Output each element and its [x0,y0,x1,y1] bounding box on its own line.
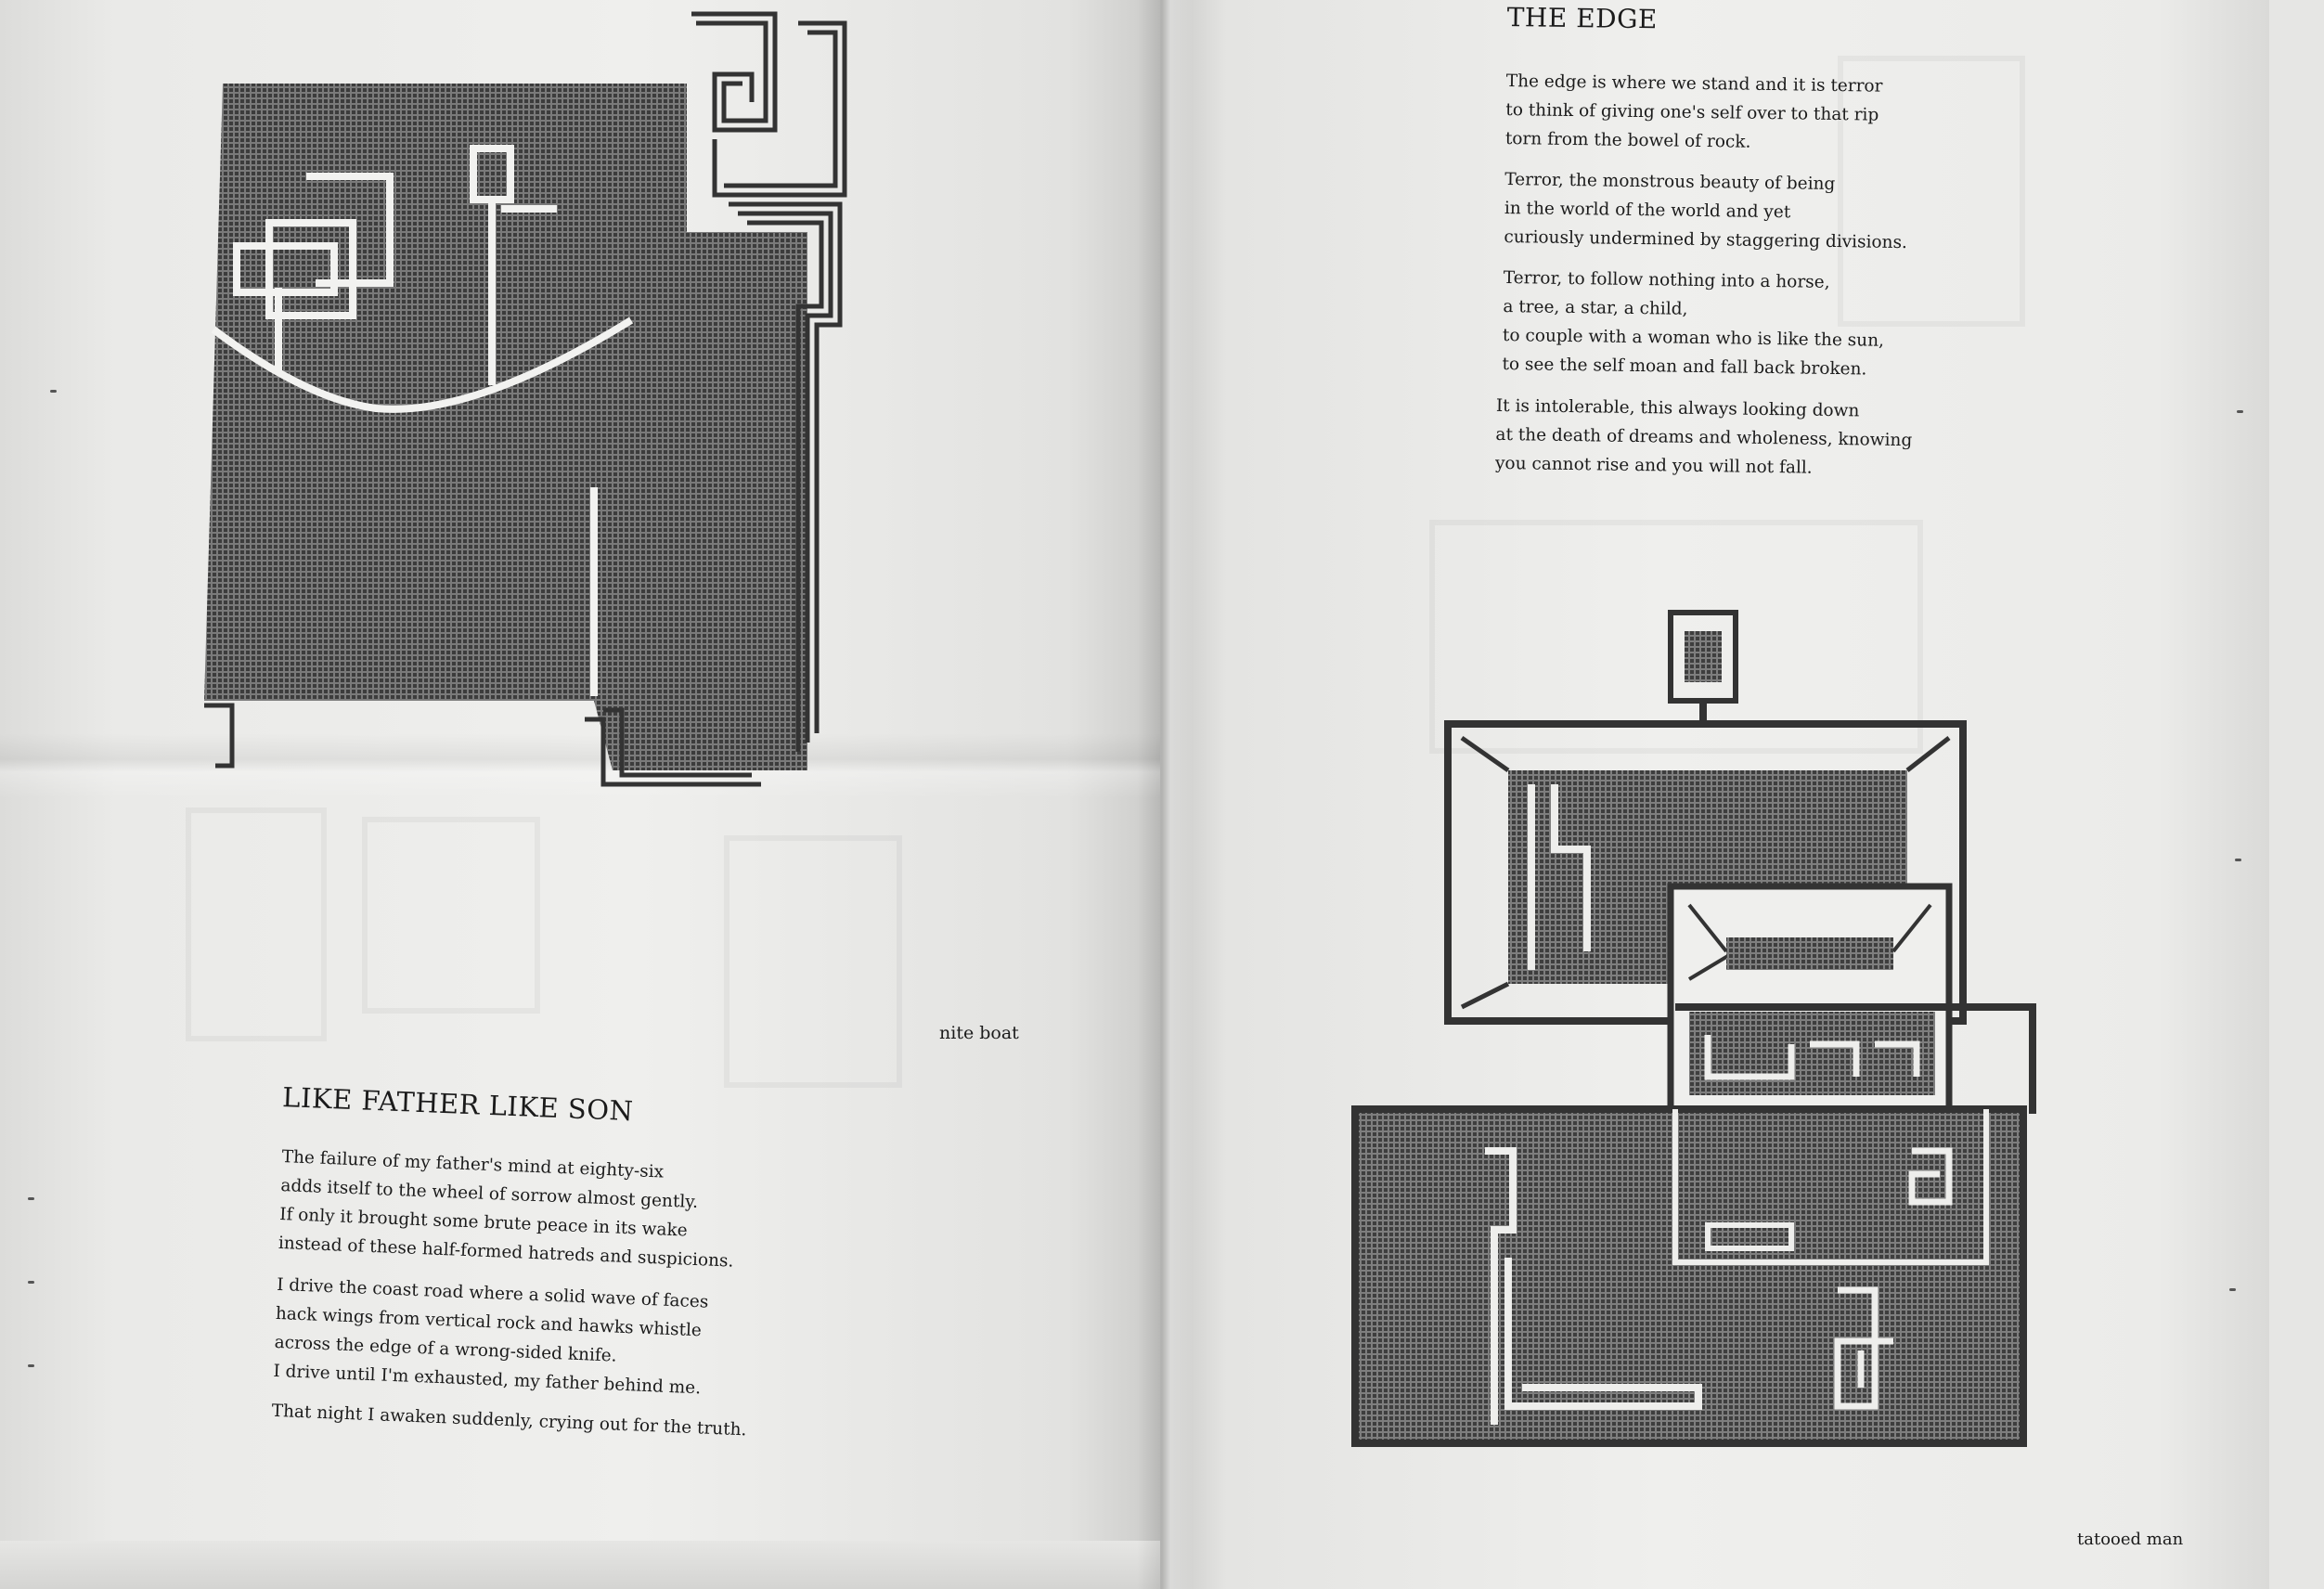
poem-line: you cannot rise and you will not fall. [1494,453,1813,478]
nite-boat-artwork [204,11,847,787]
stanza-2: I drive the coast road where a solid wav… [273,1271,709,1403]
spiral-mast [691,11,847,752]
figure-torso-middle [1667,883,1953,1113]
binding-hole [2237,410,2243,413]
figure-head [1668,610,1738,724]
poem-title-the-edge: THE EDGE [1506,2,1659,35]
center-fold [1137,0,1193,1589]
show-through-ghost [724,835,902,1088]
tatooed-man-artwork [1351,610,2036,1447]
bottom-sheet-edge [0,1541,1160,1589]
poem-line: to see the self moan and fall back broke… [1502,354,1867,380]
binding-hole [50,390,57,393]
show-through-ghost [1429,520,1923,754]
stanza-1: The failure of my father's mind at eight… [278,1143,737,1276]
binding-hole [2229,1288,2236,1291]
poem-line: torn from the bowel of rock. [1504,129,1751,152]
poem-line: curiously undermined by staggering divis… [1504,227,1908,253]
binding-hole [28,1197,34,1200]
stanza-2: Terror, the monstrous beauty of being in… [1504,165,1908,257]
right-margin-strip [2269,0,2324,1589]
horizontal-fold [0,733,1160,798]
figure-body-lower [1351,1003,2036,1447]
boat-keel [204,703,761,787]
binding-hole [28,1364,34,1367]
stanza-3: Terror, to follow nothing into a horse, … [1502,264,1885,384]
nite-boat-caption: nite boat [939,1023,1019,1043]
binding-hole [2235,859,2241,861]
anchor-figure [211,145,634,696]
tatooed-man-caption: tatooed man [2077,1530,2184,1549]
show-through-ghost [362,817,540,1014]
stanza-1: The edge is where we stand and it is ter… [1505,67,1883,159]
stanza-4: It is intolerable, this always looking d… [1495,392,1913,484]
show-through-ghost [186,807,327,1041]
show-through-ghost [1838,56,2025,327]
binding-hole [28,1281,34,1284]
